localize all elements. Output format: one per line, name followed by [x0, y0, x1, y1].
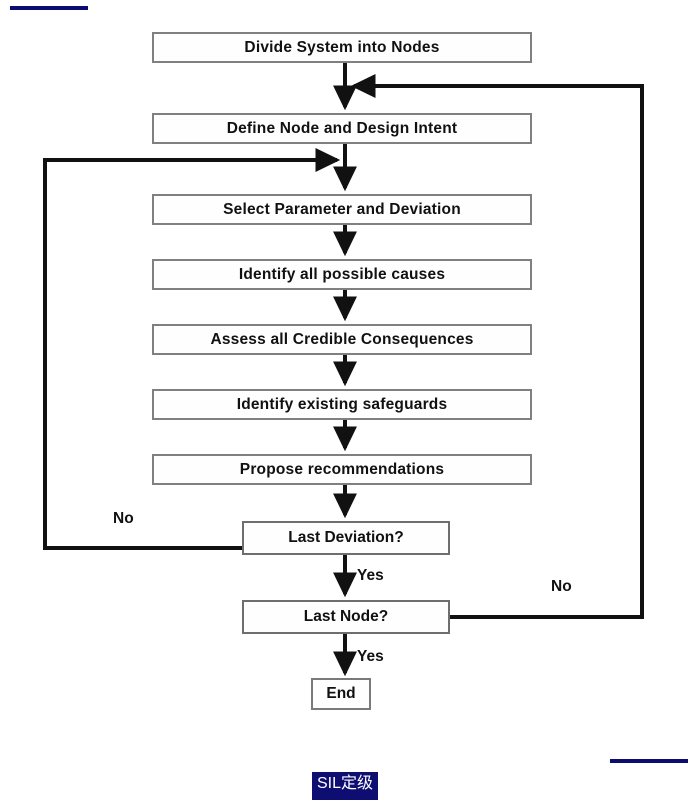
process-box-divide-system[interactable]: Divide System into Nodes: [152, 32, 532, 63]
decision-box-last-node[interactable]: Last Node?: [242, 600, 450, 634]
bottom-right-rule: [610, 759, 688, 763]
edge-label-no-last-node: No: [551, 578, 572, 595]
process-box-label: Divide System into Nodes: [244, 38, 440, 56]
loop-no-last-deviation: [43, 148, 341, 550]
sil-caption-tag[interactable]: SIL定级: [312, 772, 379, 800]
terminal-box-label: End: [326, 685, 356, 702]
process-box-label: Propose recommendations: [239, 460, 445, 478]
process-box-label: Define Node and Design Intent: [226, 119, 458, 137]
process-box-assess-consequences[interactable]: Assess all Credible Consequences: [152, 324, 532, 355]
edge-label-yes-last-deviation: Yes: [357, 567, 384, 584]
decision-box-last-deviation[interactable]: Last Deviation?: [242, 521, 450, 555]
process-box-select-parameter[interactable]: Select Parameter and Deviation: [152, 194, 532, 225]
top-left-rule: [10, 6, 88, 10]
process-box-label: Assess all Credible Consequences: [210, 330, 474, 348]
edge-label-no-last-deviation: No: [113, 510, 134, 527]
edge-label-yes-last-node: Yes: [357, 648, 384, 665]
terminal-box-end[interactable]: End: [311, 678, 371, 710]
loop-no-last-node: [350, 74, 644, 619]
process-box-define-node[interactable]: Define Node and Design Intent: [152, 113, 532, 144]
process-box-propose-recommendations[interactable]: Propose recommendations: [152, 454, 532, 485]
process-box-label: Identify existing safeguards: [236, 395, 448, 413]
decision-box-label: Last Node?: [303, 608, 389, 625]
process-box-label: Identify all possible causes: [238, 265, 446, 283]
process-box-identify-causes[interactable]: Identify all possible causes: [152, 259, 532, 290]
process-box-label: Select Parameter and Deviation: [223, 200, 461, 218]
decision-box-label: Last Deviation?: [288, 529, 404, 546]
process-box-identify-safeguards[interactable]: Identify existing safeguards: [152, 389, 532, 420]
